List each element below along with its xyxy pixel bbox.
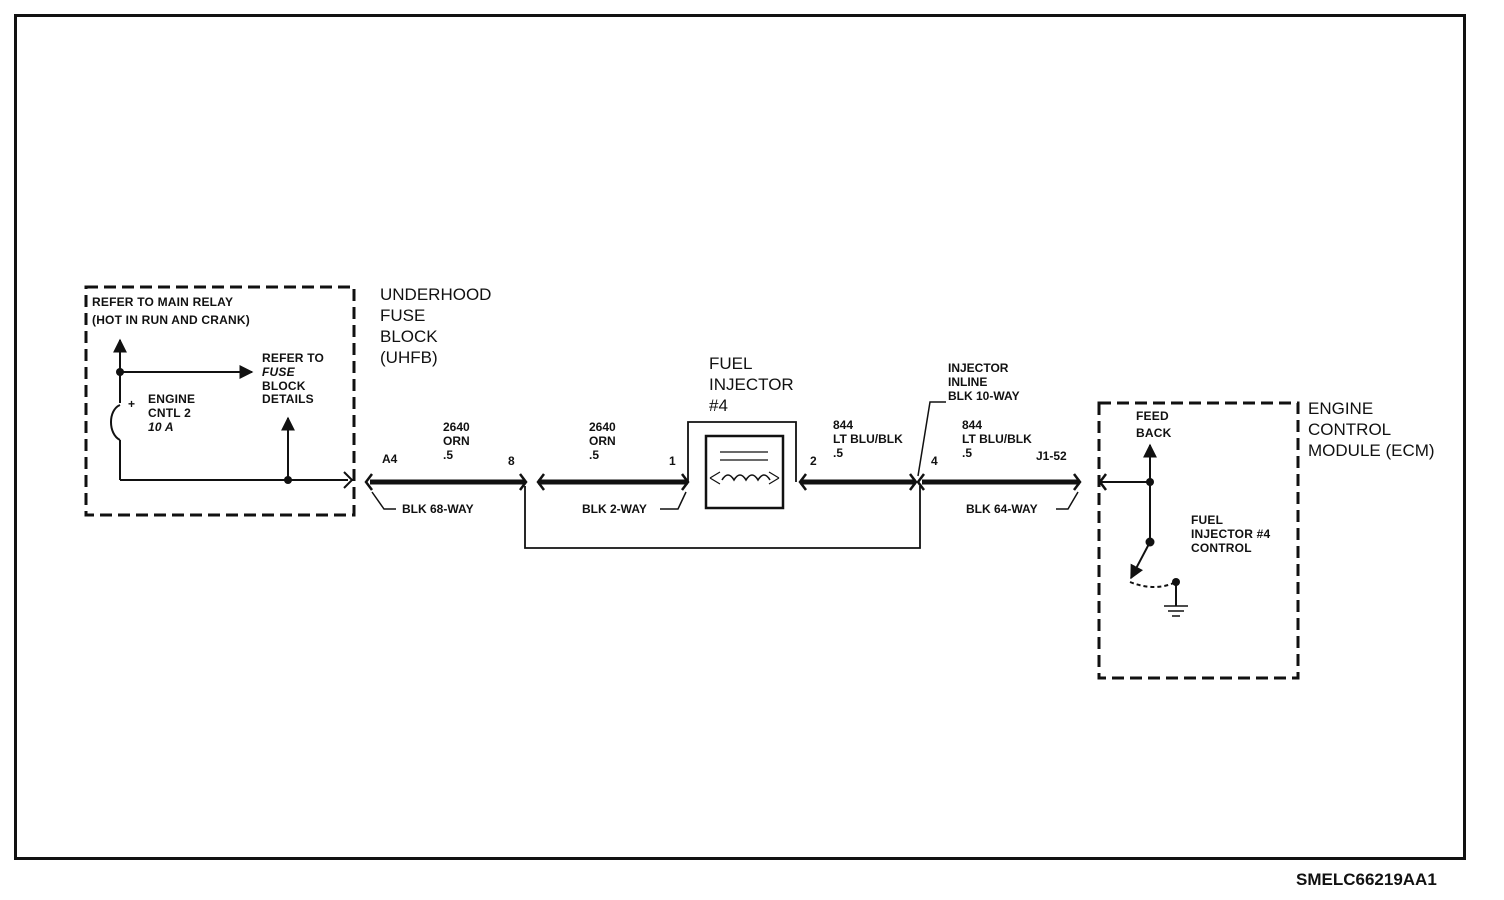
switch-pivot	[1145, 537, 1155, 547]
ecm-dashed-box	[1097, 401, 1300, 680]
inline-line2: INLINE	[948, 374, 988, 389]
seg3-circuit: 844	[833, 418, 854, 432]
seg2-size: .5	[589, 447, 600, 462]
fuse-label: ENGINE CNTL 2 10 A	[148, 392, 196, 434]
ctrl-line2: INJECTOR #4	[1191, 526, 1271, 541]
ecm-label: ENGINE CONTROL MODULE (ECM)	[1308, 398, 1435, 461]
ctrl-line3: CONTROL	[1191, 540, 1252, 555]
feed-line1: FEED	[1136, 409, 1169, 423]
uhfb-label: UNDERHOOD FUSE BLOCK (UHFB)	[380, 284, 491, 368]
pin-8: 8	[508, 454, 515, 468]
main-relay-label: REFER TO MAIN RELAY (HOT IN RUN AND CRAN…	[92, 295, 250, 328]
seg4-circuit: 844	[962, 418, 983, 432]
connector-leaders	[371, 401, 1079, 510]
ecm-line1: ENGINE	[1308, 399, 1374, 418]
pin-j1-52: J1-52	[1036, 449, 1067, 463]
feed-line2: BACK	[1136, 425, 1172, 440]
fuse-icon	[110, 404, 121, 441]
main-relay-line2: (HOT IN RUN AND CRANK)	[92, 312, 250, 327]
switch-contact	[1172, 578, 1180, 586]
ecm-line2: CONTROL	[1308, 420, 1392, 439]
wire-seg4-label: 844 LT BLU/BLK .5	[962, 418, 1032, 460]
refer-line3: BLOCK	[262, 378, 306, 393]
main-relay-line1: REFER TO MAIN RELAY	[92, 295, 234, 309]
pin-2: 2	[810, 454, 817, 468]
ground-icon	[1164, 605, 1188, 617]
splice-dot	[116, 368, 124, 376]
pin-1: 1	[669, 454, 676, 468]
connector-2-way: BLK 2-WAY	[582, 502, 647, 516]
seg1-color: ORN	[443, 433, 470, 448]
injector-label: FUEL INJECTOR #4	[709, 353, 794, 416]
connector-68-way: BLK 68-WAY	[402, 502, 474, 516]
refer-fuse-label: REFER TO FUSE BLOCK DETAILS	[262, 351, 325, 407]
fuse-name-line2: CNTL 2	[148, 405, 191, 420]
injector-line1: FUEL	[709, 354, 753, 373]
seg4-color: LT BLU/BLK	[962, 431, 1032, 446]
pin-4: 4	[931, 454, 938, 468]
wire-seg3-label: 844 LT BLU/BLK .5	[833, 418, 903, 460]
seg2-color: ORN	[589, 433, 616, 448]
feed-back-label: FEED BACK	[1136, 409, 1172, 441]
fuse-name-line1: ENGINE	[148, 392, 196, 406]
harness-ground-loop	[524, 486, 921, 549]
ecm-line3: MODULE (ECM)	[1308, 441, 1435, 460]
switch-dashed-link	[1129, 581, 1177, 588]
diagram-code: SMELC66219AA1	[1296, 870, 1437, 889]
injector-control-label: FUEL INJECTOR #4 CONTROL	[1191, 513, 1271, 555]
seg1-circuit: 2640	[443, 420, 470, 434]
seg3-size: .5	[833, 445, 844, 460]
connector-symbols	[364, 473, 1107, 491]
wire-seg1-label: 2640 ORN .5	[443, 420, 470, 462]
splice-dot	[284, 476, 292, 484]
injector-symbol	[687, 421, 797, 510]
refer-line2: FUSE	[262, 364, 295, 379]
uhfb-line3: BLOCK	[380, 327, 438, 346]
uhfb-line4: (UHFB)	[380, 348, 438, 367]
pin-a4: A4	[382, 452, 398, 466]
diagram-frame	[14, 14, 1466, 860]
inline-line1: INJECTOR	[948, 361, 1009, 375]
injector-coil-icon	[721, 474, 771, 482]
injector-line2: INJECTOR	[709, 375, 794, 394]
refer-line4: DETAILS	[262, 392, 314, 407]
fuse-rating: 10 A	[148, 419, 174, 434]
seg1-size: .5	[443, 447, 454, 462]
fuse-block-dashed-box	[84, 285, 356, 517]
seg2-circuit: 2640	[589, 420, 616, 434]
seg3-color: LT BLU/BLK	[833, 431, 903, 446]
ctrl-line1: FUEL	[1191, 513, 1224, 527]
connector-64-way: BLK 64-WAY	[966, 502, 1038, 516]
seg4-size: .5	[962, 445, 973, 460]
inline-connector-label: INJECTOR INLINE BLK 10-WAY	[948, 361, 1020, 403]
refer-line1: REFER TO	[262, 351, 325, 365]
splice-dot	[1146, 478, 1154, 486]
uhfb-line2: FUSE	[380, 306, 426, 325]
wire-seg2-label: 2640 ORN .5	[589, 420, 616, 462]
ecm-internal-wiring	[1129, 443, 1188, 617]
uhfb-line1: UNDERHOOD	[380, 285, 492, 304]
injector-line3: #4	[709, 396, 728, 415]
fuse-internal-wiring	[110, 338, 354, 489]
plus-mark: +	[128, 397, 136, 411]
inline-line3: BLK 10-WAY	[948, 388, 1020, 403]
